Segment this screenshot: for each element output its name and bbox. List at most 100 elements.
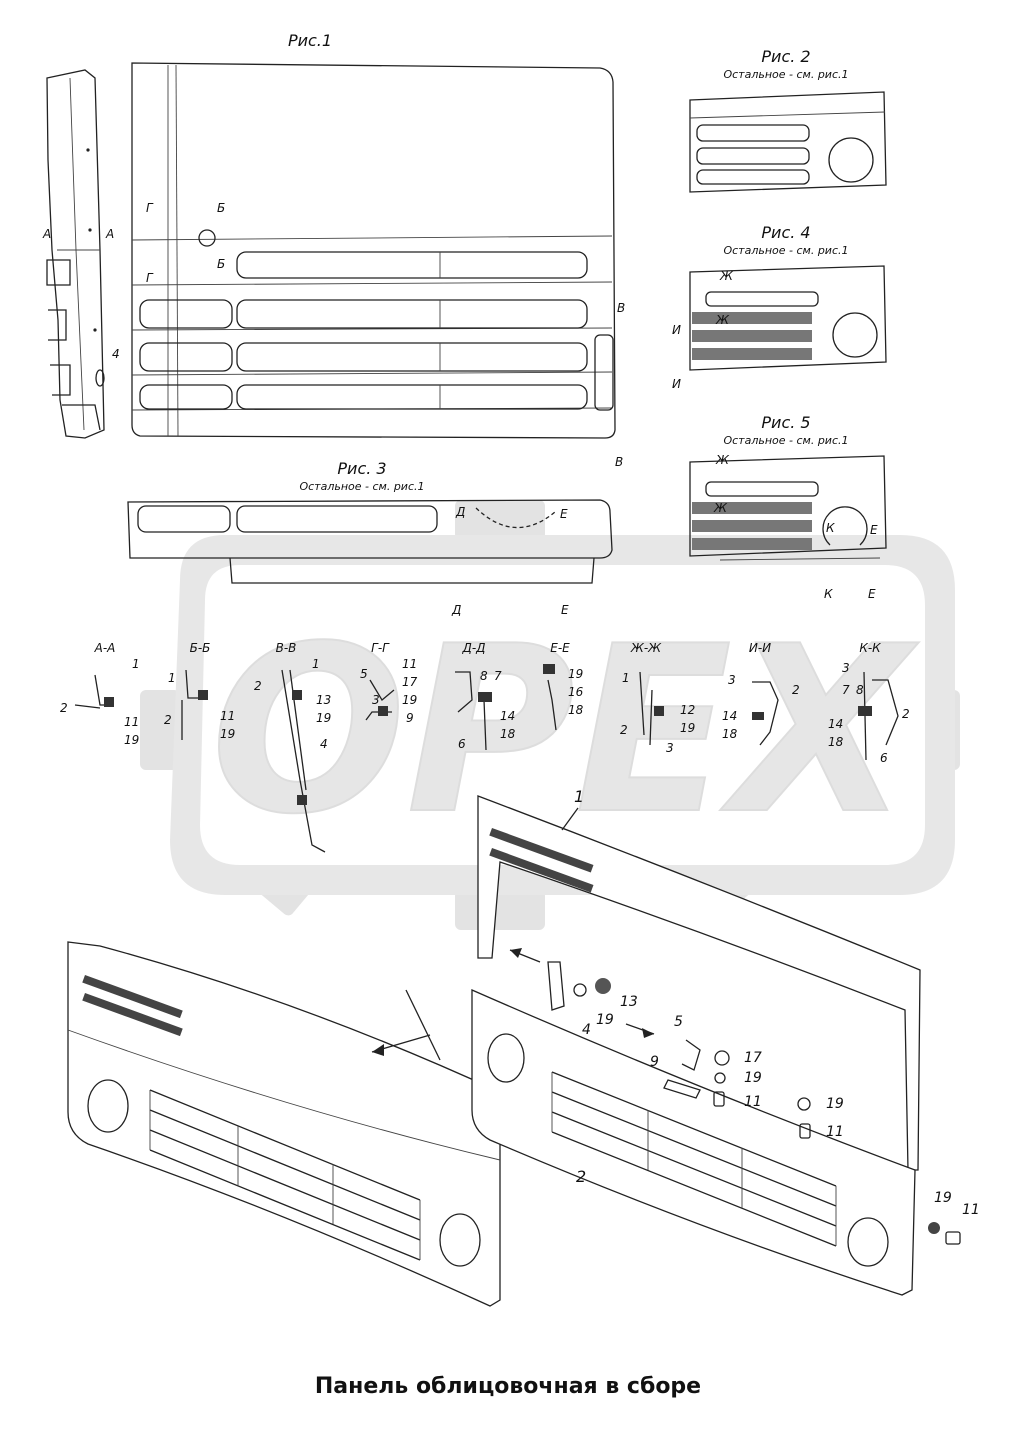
fig1-front-panel (131, 62, 616, 439)
section-vv-title: В-В (276, 641, 297, 655)
fig5-mark-zh-top: Ж (715, 453, 730, 467)
exploded-part-19-a: 19 (596, 1012, 614, 1028)
fig1-mark-a-right: А (105, 227, 114, 241)
fig1-mark-a-left: А (42, 227, 51, 241)
fig4-title: Рис. 4 (761, 223, 810, 242)
watermark: OPEX (140, 500, 960, 930)
section-gg-part-3: 3 (372, 693, 380, 707)
exploded-small-parts (547, 961, 961, 1245)
fig5-panel (689, 455, 887, 561)
section-ee-part-16: 16 (568, 685, 584, 699)
section-kk-part-3: 3 (842, 661, 850, 675)
exploded-part-1: 1 (574, 787, 584, 806)
exploded-part-19-d: 19 (934, 1190, 952, 1206)
page-caption: Панель облицовочная в сборе (314, 1374, 702, 1399)
section-kk-part-18: 18 (828, 735, 844, 749)
fig2-note: Остальное - см. рис.1 (723, 68, 848, 81)
section-bb-part-2: 2 (164, 713, 172, 727)
section-kk-part-7: 7 (842, 683, 850, 697)
section-vv-part-2: 2 (254, 679, 262, 693)
section-zhzh-part-2: 2 (620, 723, 628, 737)
section-ii-part-2: 2 (792, 683, 800, 697)
exploded-part-13: 13 (620, 994, 638, 1010)
section-aa-part-2: 2 (60, 701, 68, 715)
fig1-side-profile (46, 69, 105, 439)
fig3-note: Остальное - см. рис.1 (299, 480, 424, 493)
fig3-mark-e-top: Е (560, 507, 568, 521)
section-zhzh-part-1: 1 (622, 671, 630, 685)
fig5-title: Рис. 5 (761, 413, 810, 432)
section-zhzh-part-3: 3 (666, 741, 674, 755)
fig4-mark-zh-inner: Ж (715, 313, 730, 327)
exploded-part-2: 2 (576, 1167, 586, 1186)
section-dd-part-18: 18 (500, 727, 516, 741)
section-kk-part-6: 6 (880, 751, 888, 765)
section-aa-title: А-А (94, 641, 116, 655)
section-zhzh-title: Ж-Ж (630, 641, 662, 655)
fig4-mark-zh-top: Ж (719, 269, 734, 283)
fig3-panel (127, 499, 613, 584)
section-ii-title: И-И (749, 641, 771, 655)
fig1-mark-b-top: Б (217, 201, 225, 215)
exploded-part-17: 17 (744, 1050, 762, 1066)
section-vv-part-4: 4 (320, 737, 328, 751)
section-gg-part-19: 19 (402, 693, 417, 707)
fig1-mark-v-top: В (617, 301, 625, 315)
fig3-mark-d-bottom: Д (451, 603, 461, 617)
section-bb-part-11: 11 (220, 709, 235, 723)
section-kk-part-8: 8 (856, 683, 864, 697)
fig1-mark-g-bottom: Г (146, 271, 154, 285)
fig4-panel (689, 265, 887, 371)
assembled-panel (67, 941, 501, 1307)
section-ee-part-18: 18 (568, 703, 584, 717)
section-gg-part-5: 5 (360, 667, 368, 681)
section-kk-part-2: 2 (902, 707, 910, 721)
section-ee-part-19: 19 (568, 667, 583, 681)
fig3-mark-d-top: Д (455, 505, 465, 519)
fig5-mark-zh-inner: Ж (713, 501, 728, 515)
section-dd-part-8: 8 (480, 669, 488, 683)
section-dd-part-7: 7 (494, 669, 502, 683)
exploded-part-11-b: 11 (826, 1124, 844, 1140)
section-dd-part-14: 14 (500, 709, 515, 723)
section-vv-part-13: 13 (316, 693, 331, 707)
exploded-lower-panel (471, 989, 916, 1296)
fig5-mark-k-bottom: К (824, 587, 833, 601)
section-ii-part-14: 14 (722, 709, 737, 723)
section-bb-title: Б-Б (190, 641, 211, 655)
fig1-mark-b-bottom: Б (217, 257, 225, 271)
section-dd-part-6: 6 (458, 737, 466, 751)
fig5-note: Остальное - см. рис.1 (723, 434, 848, 447)
fig3-title: Рис. 3 (337, 459, 386, 478)
fig5-mark-e-bottom: Е (868, 587, 876, 601)
exploded-part-4: 4 (582, 1022, 591, 1038)
section-bb-part-19: 19 (220, 727, 235, 741)
exploded-part-11-c: 11 (962, 1202, 980, 1218)
section-ii-part-18: 18 (722, 727, 738, 741)
section-gg-part-11: 11 (402, 657, 417, 671)
section-kk-part-14: 14 (828, 717, 843, 731)
section-gg-title: Г-Г (371, 641, 390, 655)
section-bb-part-1: 1 (168, 671, 176, 685)
section-zhzh-part-19: 19 (680, 721, 695, 735)
fig2-title: Рис. 2 (761, 47, 810, 66)
section-dd-title: Д-Д (461, 641, 485, 655)
fig5-mark-e-inner: Е (870, 523, 878, 537)
fig1-mark-g-top: Г (146, 201, 154, 215)
fig4-mark-i-top: И (672, 323, 681, 337)
section-gg-part-9: 9 (406, 711, 414, 725)
section-details: А-А 1 2 11 19 Б-Б 1 2 11 19 В-В 1 2 13 1… (60, 641, 910, 853)
section-kk-title: К-К (859, 641, 881, 655)
fig2-panel (689, 91, 887, 193)
section-aa-part-1: 1 (132, 657, 140, 671)
fig1-title: Рис.1 (288, 31, 332, 50)
watermark-text: OPEX (211, 598, 919, 865)
fig1-mark-v-bottom: В (615, 455, 623, 469)
section-vv-part-19: 19 (316, 711, 331, 725)
exploded-upper-panel (477, 795, 921, 1171)
section-aa-part-11: 11 (124, 715, 139, 729)
section-zhzh-part-12: 12 (680, 703, 695, 717)
fig5-mark-k-inner: К (826, 521, 835, 535)
fig4-mark-i-bottom: И (672, 377, 681, 391)
